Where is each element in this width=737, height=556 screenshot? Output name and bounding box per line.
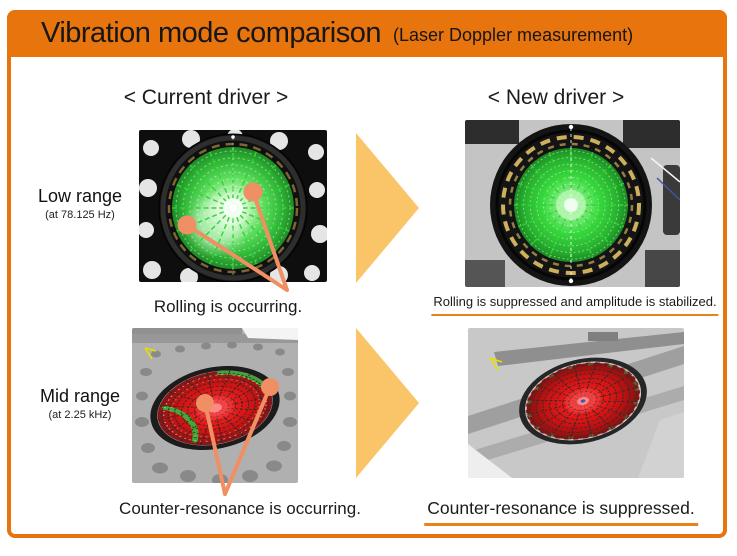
axis-marker <box>489 357 503 371</box>
caption-counter-resonance-suppressed-text: Counter-resonance is suppressed. <box>424 498 698 526</box>
page-subtitle: (Laser Doppler measurement) <box>393 25 634 45</box>
title-bar: Vibration mode comparison (Laser Doppler… <box>7 10 727 57</box>
callout-dot-edge <box>261 378 279 396</box>
red-vibration-mesh <box>516 350 650 452</box>
callout-rolling <box>177 182 289 292</box>
caption-rolling-occurring: Rolling is occurring. <box>153 297 303 316</box>
green-vibration-mesh <box>513 128 629 282</box>
laser-marker-center <box>580 399 586 403</box>
red-green-vibration-mesh <box>149 359 281 457</box>
photo-current-driver-mid-range <box>132 328 298 496</box>
measurement-wire <box>650 157 680 183</box>
mid-range-label: Mid range <box>39 386 121 406</box>
laser-marker-top <box>568 124 574 130</box>
axis-marker <box>144 347 157 360</box>
callout-dot-lower-left <box>177 215 197 235</box>
callout-dot-center <box>196 394 214 412</box>
column-header-new-driver: < New driver > <box>487 86 625 109</box>
row-label-mid-range: Mid range (at 2.25 kHz) <box>40 386 120 421</box>
arrow-right-mid-range <box>356 328 419 478</box>
laser-marker-bottom <box>568 278 574 284</box>
caption-rolling-suppressed: Rolling is suppressed and amplitude is s… <box>431 294 719 316</box>
caption-rolling-suppressed-text: Rolling is suppressed and amplitude is s… <box>431 294 719 316</box>
callout-counter-resonance <box>196 378 279 496</box>
green-vibration-mesh <box>171 138 295 278</box>
callout-dot-upper-right <box>243 182 263 202</box>
column-header-current-driver: < Current driver > <box>123 86 289 109</box>
low-range-label: Low range <box>37 186 123 206</box>
caption-counter-resonance-suppressed: Counter-resonance is suppressed. <box>424 498 698 526</box>
row-label-low-range: Low range (at 78.125 Hz) <box>38 186 122 221</box>
page-title: Vibration mode comparison <box>41 17 382 49</box>
low-range-frequency: (at 78.125 Hz) <box>45 209 115 221</box>
arrow-right-low-range <box>356 133 419 283</box>
photo-current-driver-low-range <box>139 130 327 292</box>
caption-counter-resonance-occurring: Counter-resonance is occurring. <box>119 499 361 518</box>
photo-new-driver-mid-range <box>468 328 684 478</box>
mid-range-frequency: (at 2.25 kHz) <box>48 409 112 421</box>
photo-new-driver-low-range <box>465 120 680 287</box>
